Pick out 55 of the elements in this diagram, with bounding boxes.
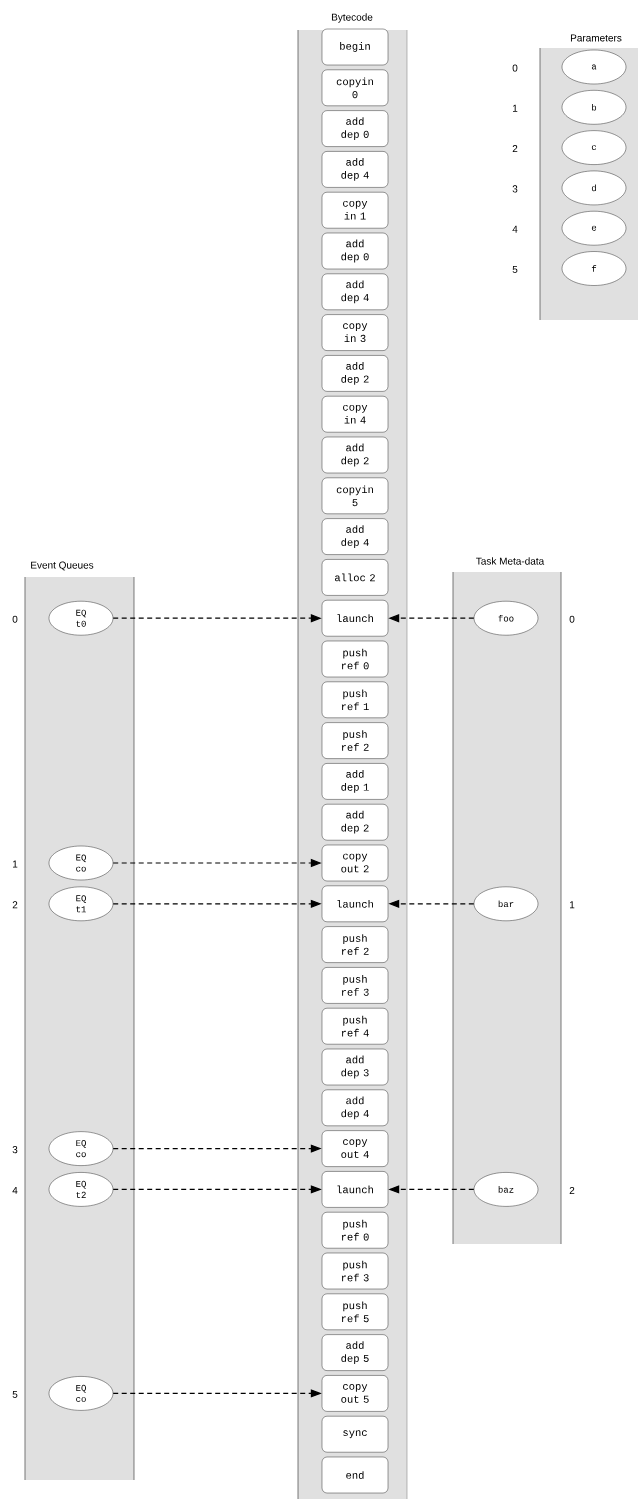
index-number: 1 xyxy=(513,104,518,112)
index-number: 3 xyxy=(512,185,518,193)
instruction-box: add dep 4 xyxy=(321,518,389,555)
instruction-box: sync xyxy=(321,1416,389,1453)
instruction-box: copy in 3 xyxy=(321,314,389,351)
index-number: 1 xyxy=(570,901,575,909)
instruction-box: push ref 3 xyxy=(321,967,389,1004)
index-number: 2 xyxy=(512,145,518,153)
instruction-box: copy out 2 xyxy=(321,844,389,882)
instruction-box: launch xyxy=(321,885,389,922)
instruction-box: copy in 1 xyxy=(321,192,389,229)
instruction-box: add dep 2 xyxy=(321,355,389,392)
index-number: 4 xyxy=(12,1186,18,1194)
instruction-box: launch xyxy=(321,1171,389,1208)
instruction-box: alloc 2 xyxy=(321,559,389,596)
instruction-box: add dep 0 xyxy=(321,110,389,147)
instruction-box: copy out 4 xyxy=(321,1130,389,1167)
instruction-box: push ref 1 xyxy=(321,681,389,718)
index-number: 0 xyxy=(569,615,575,623)
band-heading: Task Meta-data xyxy=(476,557,545,565)
instruction-box: copy in 4 xyxy=(321,396,389,433)
instruction-box: copy out 5 xyxy=(321,1375,389,1412)
band-heading: Parameters xyxy=(571,34,622,42)
instruction-box: push ref 4 xyxy=(321,1008,389,1045)
index-number: 0 xyxy=(512,64,518,72)
instruction-box: add dep 4 xyxy=(321,151,389,188)
instruction-box: push ref 5 xyxy=(321,1293,389,1330)
instruction-box: push ref 3 xyxy=(321,1252,389,1290)
index-number: 3 xyxy=(12,1146,18,1154)
instruction-box: end xyxy=(321,1456,389,1494)
index-number: 4 xyxy=(512,225,518,233)
instruction-box: copyin 5 xyxy=(321,477,389,514)
instruction-box: push ref 0 xyxy=(321,640,389,678)
instruction-box: add dep 2 xyxy=(321,804,389,841)
index-number: 0 xyxy=(12,615,18,623)
instruction-box: add dep 1 xyxy=(321,763,389,800)
index-number: 5 xyxy=(12,1390,18,1398)
index-number: 2 xyxy=(12,901,18,909)
instruction-box: begin xyxy=(321,28,389,66)
instruction-box: launch xyxy=(321,600,389,637)
instruction-box: push ref 2 xyxy=(321,722,389,759)
index-number: 2 xyxy=(569,1186,575,1194)
band-heading: Bytecode xyxy=(331,13,373,23)
instruction-box: copyin 0 xyxy=(321,69,389,106)
index-number: 1 xyxy=(13,860,18,868)
instruction-box: add dep 5 xyxy=(321,1334,389,1371)
instruction-box: push ref 2 xyxy=(321,926,389,963)
instruction-box: add dep 2 xyxy=(321,436,389,474)
band-heading: Event Queues xyxy=(31,561,94,571)
index-number: 5 xyxy=(512,266,518,273)
instruction-box: add dep 4 xyxy=(321,273,389,310)
instruction-box: push ref 0 xyxy=(321,1212,389,1249)
instruction-box: add dep 3 xyxy=(321,1048,389,1086)
instruction-box: add dep 4 xyxy=(321,1089,389,1126)
instruction-box: add dep 0 xyxy=(321,232,389,270)
